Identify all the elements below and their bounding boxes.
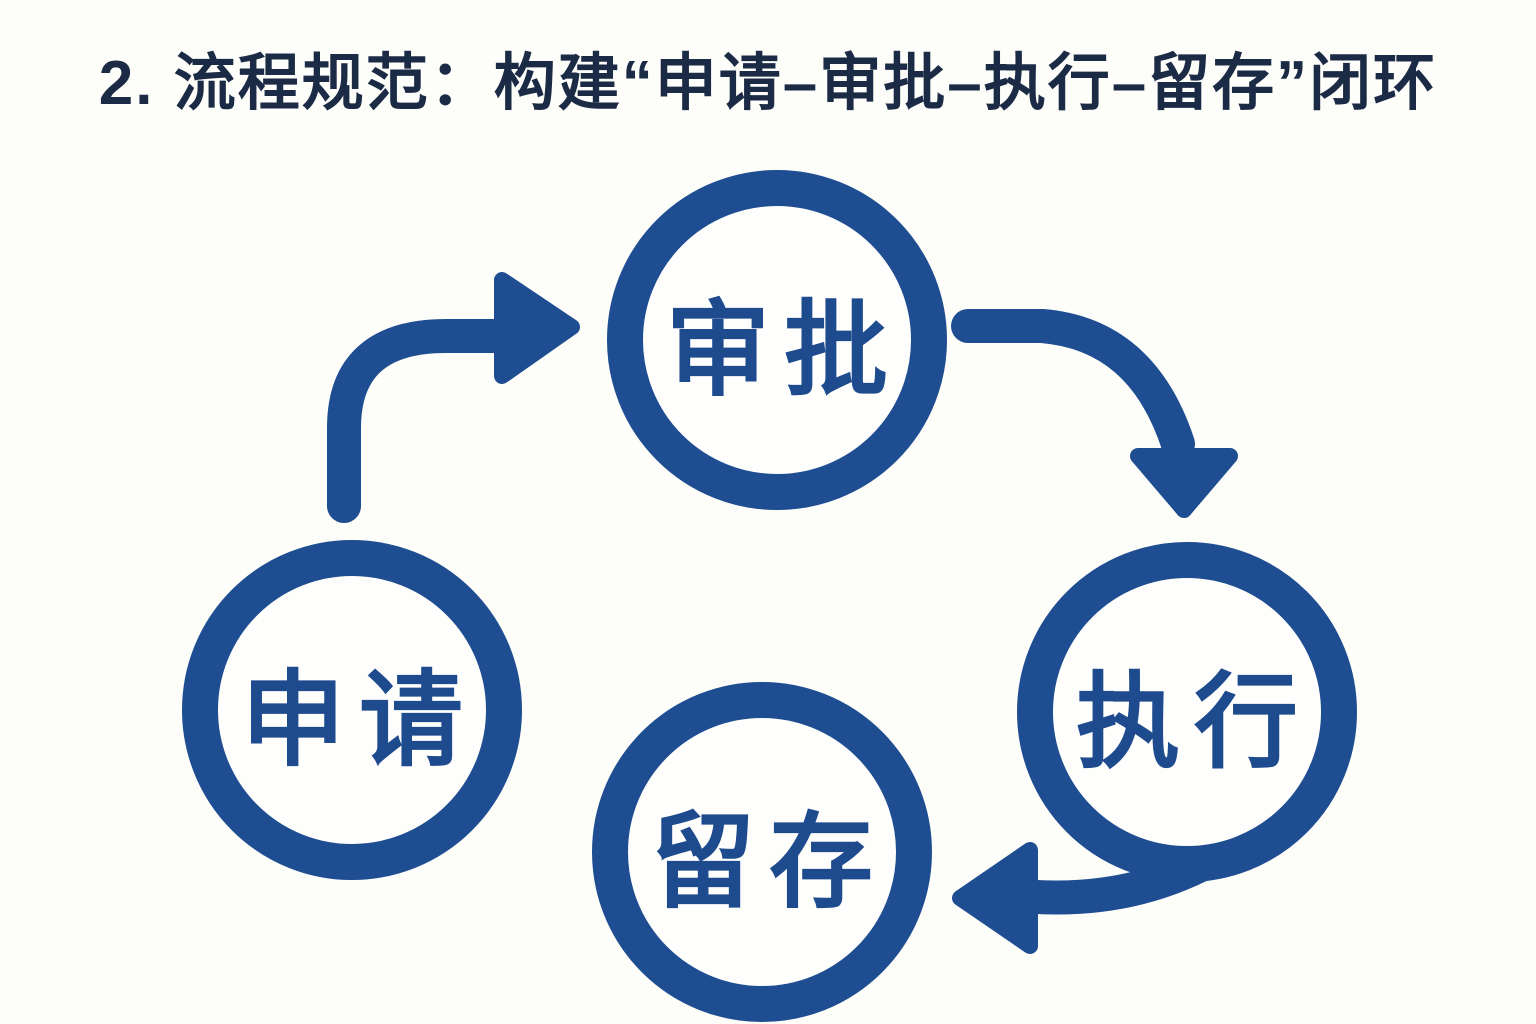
arrowhead-down-icon (1130, 448, 1238, 518)
arrowhead-right-icon (494, 272, 580, 384)
node-retain-label: 留存 (650, 804, 887, 921)
node-retain: 留存 (592, 682, 932, 1022)
node-apply-label: 申请 (240, 662, 477, 779)
node-apply: 申请 (182, 540, 522, 880)
arrow-apply-to-approve-stem (327, 319, 515, 523)
arrowhead-left-icon (952, 842, 1038, 954)
node-execute: 执行 (1017, 542, 1357, 882)
slide-title: 2. 流程规范：构建“申请–审批–执行–留存”闭环 (98, 49, 1438, 118)
node-approve-label: 审批 (665, 292, 902, 409)
arrow-approve-to-execute-stem (951, 309, 1195, 461)
node-execute-label: 执行 (1075, 664, 1312, 781)
node-approve: 审批 (607, 170, 947, 510)
